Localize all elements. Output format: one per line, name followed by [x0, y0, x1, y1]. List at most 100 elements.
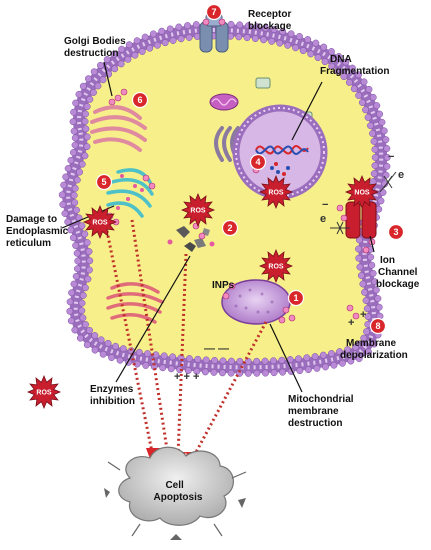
label-dna-fragmentation: DNA Fragmentation — [320, 54, 389, 77]
plus-charges: + + + — [174, 371, 199, 383]
phospholipid-head — [160, 352, 168, 360]
phospholipid-head — [268, 37, 276, 45]
burst-label: NOS — [354, 190, 370, 197]
phospholipid-head — [251, 35, 259, 43]
burst-label: ROS — [268, 190, 284, 197]
phospholipid-head — [73, 206, 80, 214]
phospholipid-head — [322, 363, 329, 371]
minus-sign-1: − — [388, 151, 394, 163]
phospholipid-head — [362, 297, 370, 304]
phospholipid-head — [270, 369, 278, 377]
phospholipid-head — [97, 61, 104, 69]
phospholipid-head — [219, 369, 226, 377]
phospholipid-head — [338, 359, 346, 367]
phospholipid-head — [383, 162, 391, 170]
phospholipid-head — [243, 34, 251, 42]
phospholipid-head — [72, 242, 80, 249]
badge-circle — [131, 91, 149, 109]
phospholipid-head — [78, 160, 86, 168]
phospholipid-head — [175, 23, 183, 31]
phospholipid-head — [356, 263, 364, 271]
phospholipid-head — [319, 351, 327, 359]
badge-number: 5 — [101, 177, 106, 187]
phospholipid-head — [235, 33, 243, 41]
phospholipid-head — [344, 346, 352, 353]
phospholipid-head — [184, 367, 192, 374]
badge-number: 7 — [211, 7, 216, 17]
badge-number: 1 — [293, 293, 298, 303]
phospholipid-head — [295, 355, 302, 363]
phospholipid-head — [284, 41, 292, 49]
phospholipid-head — [262, 24, 270, 32]
phospholipid-head — [111, 65, 119, 73]
label-membrane-depolarization: Membrane depolarization — [340, 338, 408, 361]
phospholipid-head — [153, 41, 161, 49]
phospholipid-head — [59, 201, 67, 208]
phospholipid-head — [71, 326, 79, 334]
phospholipid-head — [66, 298, 74, 306]
phospholipid-head — [253, 369, 261, 377]
phospholipid-head — [135, 348, 143, 356]
badge-number: 6 — [137, 95, 142, 105]
phospholipid-head — [82, 321, 89, 328]
phospholipid-head — [78, 307, 86, 315]
phospholipid-head — [375, 205, 383, 213]
phospholipid-head — [211, 356, 219, 364]
phospholipid-head — [62, 173, 70, 181]
phospholipid-head — [83, 239, 91, 247]
phospholipid-head — [334, 67, 342, 75]
phospholipid-head — [81, 152, 89, 160]
phospholipid-head — [86, 326, 93, 334]
phospholipid-head — [373, 102, 381, 110]
phospholipid-head — [342, 58, 350, 66]
phospholipid-head — [369, 93, 377, 101]
ion-channel-icon — [345, 201, 377, 239]
ros-burst-er: ROS — [82, 204, 118, 240]
minus-sign-2: − — [322, 199, 328, 211]
phospholipid-head — [299, 47, 307, 55]
phospholipid-head — [371, 162, 379, 169]
phospholipid-head — [74, 257, 82, 265]
phospholipid-head — [58, 191, 66, 199]
phospholipid-head — [327, 48, 335, 55]
nos-burst-ion-channel: NOS — [344, 174, 380, 210]
phospholipid-head — [193, 367, 201, 375]
burst-shape — [82, 204, 118, 240]
phospholipid-head — [68, 289, 76, 297]
phospholipid-head — [340, 73, 348, 81]
phospholipid-head — [71, 134, 79, 142]
phospholipid-head — [236, 21, 244, 29]
apoptosis-arrows — [104, 219, 268, 457]
phospholipid-head — [73, 176, 81, 184]
phospholipid-head — [99, 76, 107, 84]
electron-symbol-2: e — [398, 169, 404, 181]
phospholipid-head — [71, 184, 79, 192]
phospholipid-head — [287, 30, 295, 38]
phospholipid-head — [352, 343, 359, 351]
phospholipid-head — [321, 58, 329, 66]
phospholipid-head — [169, 37, 177, 44]
phospholipid-head — [364, 114, 372, 121]
step-badge-2: 2 — [221, 219, 239, 237]
phospholipid-head — [370, 170, 378, 178]
step-badge-8: 8 — [369, 317, 387, 335]
phospholipid-head — [158, 27, 166, 35]
phospholipid-head — [227, 369, 235, 377]
label-receptor-blockage: Receptor blockage — [248, 9, 294, 32]
phospholipid-head — [304, 36, 312, 43]
phospholipid-head — [261, 369, 269, 377]
phospholipid-head — [108, 354, 116, 362]
phospholipid-head — [279, 28, 287, 35]
phospholipid-head — [194, 355, 202, 363]
phospholipid-head — [69, 118, 77, 126]
phospholipid-head — [142, 362, 150, 369]
phospholipid-head — [83, 103, 91, 111]
phospholipid-head — [383, 153, 391, 161]
phospholipid-head — [296, 33, 303, 40]
phospholipid-head — [86, 257, 94, 265]
burst-label: ROS — [92, 220, 108, 227]
phospholipid-head — [75, 90, 83, 98]
phospholipid-head — [244, 357, 252, 365]
